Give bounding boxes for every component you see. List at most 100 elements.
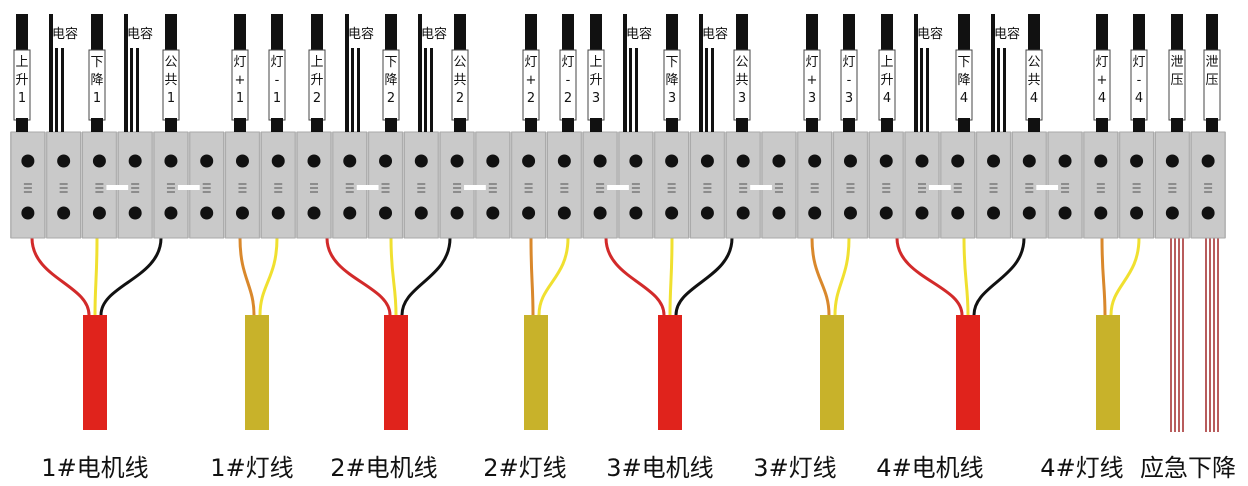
cable-caption: 应急下降	[1140, 454, 1236, 482]
jumper-screw	[202, 183, 211, 193]
screw-hole	[1165, 206, 1179, 220]
capacitor-wire	[345, 14, 349, 132]
wire-insulation	[666, 14, 678, 52]
wire-insulation	[881, 14, 893, 52]
capacitor-label: 电容	[994, 26, 1020, 42]
wire-end	[525, 118, 537, 132]
screw-hole	[629, 206, 643, 220]
wire-label: 灯-2	[561, 55, 574, 106]
screw-hole	[128, 154, 142, 168]
cable-caption: 3#灯线	[753, 454, 836, 482]
screw-hole	[629, 154, 643, 168]
capacitor-wire	[424, 48, 427, 132]
jumper-screw	[918, 183, 926, 193]
screw-hole	[414, 154, 428, 168]
jumper-screw	[381, 183, 390, 193]
jumper-screw	[989, 183, 998, 193]
wire-label: 灯+2	[524, 55, 537, 106]
capacitor-wire	[699, 14, 703, 132]
screw-hole	[665, 154, 679, 168]
capacitor-label: 电容	[626, 26, 652, 42]
screw-hole	[1201, 154, 1215, 168]
screw-hole	[271, 154, 285, 168]
screw-hole	[808, 154, 822, 168]
motor-wire-black	[99, 237, 163, 316]
screw-hole	[951, 154, 965, 168]
motor-cable-sleeve	[956, 315, 980, 430]
screw-hole	[379, 206, 393, 220]
capacitor-wire	[55, 48, 58, 132]
jumper-screw	[59, 183, 68, 193]
jumper-screw	[453, 183, 462, 193]
jumper-screw	[631, 183, 640, 193]
motor-wire-black	[674, 237, 734, 316]
capacitor-wire	[124, 14, 128, 132]
wire-insulation	[311, 14, 323, 52]
jumper-bridge	[929, 185, 951, 190]
jumper-screw	[166, 183, 175, 193]
wire-end	[1133, 118, 1145, 132]
terminal-block-strip	[10, 131, 1226, 239]
screw-hole	[235, 154, 249, 168]
cable-caption: 1#电机线	[41, 454, 148, 482]
jumper-screw	[274, 183, 283, 193]
jumper-screw	[953, 183, 962, 193]
motor-cable-sleeve	[83, 315, 107, 430]
jumper-screw	[846, 183, 855, 193]
wire-end	[271, 118, 283, 132]
wire-marker: 泄压	[1203, 14, 1221, 132]
screw-hole	[593, 154, 607, 168]
wire-label: 灯-1	[270, 55, 283, 106]
wire-insulation	[1096, 14, 1108, 52]
screw-hole	[379, 154, 393, 168]
screw-hole	[57, 206, 71, 220]
screw-hole	[557, 154, 571, 168]
wire-insulation	[91, 14, 103, 52]
motor-wire-red	[895, 237, 964, 316]
screw-hole	[57, 154, 71, 168]
light-wire-orange	[238, 237, 256, 316]
wire-insulation	[271, 14, 283, 52]
wire-end	[454, 118, 466, 132]
motor-wire-red	[604, 237, 666, 316]
wire-end	[16, 118, 28, 132]
light-wire-yellow	[258, 237, 279, 316]
wire-end	[590, 118, 602, 132]
screw-hole	[1058, 206, 1072, 220]
screw-hole	[1094, 154, 1108, 168]
screw-hole	[1022, 154, 1036, 168]
wire-end	[881, 118, 893, 132]
screw-hole	[450, 206, 464, 220]
capacitor-wire	[629, 48, 632, 132]
screw-hole	[343, 154, 357, 168]
capacitor-wire	[926, 48, 929, 132]
capacitor-lead: 电容	[124, 14, 153, 132]
capacitor-wire	[430, 48, 433, 132]
jumper-bridge	[177, 185, 200, 190]
jumper-bridge	[607, 185, 629, 190]
jumper-screw	[739, 183, 748, 193]
wire-marker: 灯-2	[559, 14, 577, 132]
wire-insulation	[385, 14, 397, 52]
screw-hole	[843, 206, 857, 220]
capacitor-lead: 电容	[699, 14, 728, 132]
capacitor-lead: 电容	[49, 14, 78, 132]
screw-hole	[200, 154, 214, 168]
screw-hole	[200, 206, 214, 220]
screw-hole	[1165, 154, 1179, 168]
wire-label: 灯+1	[233, 55, 246, 106]
screw-hole	[808, 206, 822, 220]
wire-insulation	[806, 14, 818, 52]
wire-insulation	[1171, 14, 1183, 52]
